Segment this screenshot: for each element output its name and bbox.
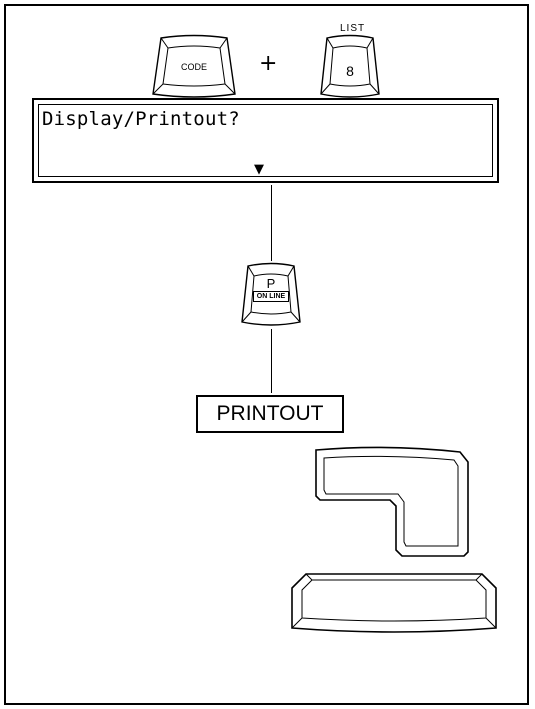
- list-key-top-label: LIST: [340, 23, 366, 34]
- printout-result-box: PRINTOUT: [196, 395, 344, 433]
- display-prompt: Display/Printout?: [42, 108, 240, 130]
- printout-label: PRINTOUT: [216, 402, 324, 425]
- list-8-key[interactable]: 8: [319, 34, 381, 100]
- paper-sheet-outline: [315, 446, 469, 557]
- printer-base-inner: [301, 579, 487, 622]
- code-key-label: CODE: [180, 62, 207, 72]
- printout-paper-illustration: [291, 446, 497, 633]
- display-cursor-arrow: ▼: [254, 162, 264, 177]
- list-8-key-label: 8: [346, 63, 354, 79]
- p-online-keycap-shape: [241, 262, 301, 326]
- diagram-frame: [4, 4, 529, 705]
- p-key-letter: P: [266, 276, 276, 291]
- p-key-sub-label: ON LINE: [256, 293, 286, 300]
- code-key[interactable]: CODE: [151, 34, 237, 100]
- connector-line-bottom: [271, 329, 272, 393]
- lcd-display: Display/Printout?: [32, 98, 499, 183]
- code-keycap-shape: [152, 34, 236, 98]
- connector-line-top: [271, 185, 272, 261]
- p-online-key[interactable]: P ON LINE: [240, 262, 302, 328]
- list-8-keycap-shape: [320, 34, 380, 98]
- on-line-label-box: [253, 291, 289, 302]
- paper-sheet-inner: [323, 455, 459, 547]
- lcd-display-inner: [38, 104, 493, 177]
- printer-base-outline: [291, 573, 497, 633]
- plus-sign: +: [259, 51, 278, 76]
